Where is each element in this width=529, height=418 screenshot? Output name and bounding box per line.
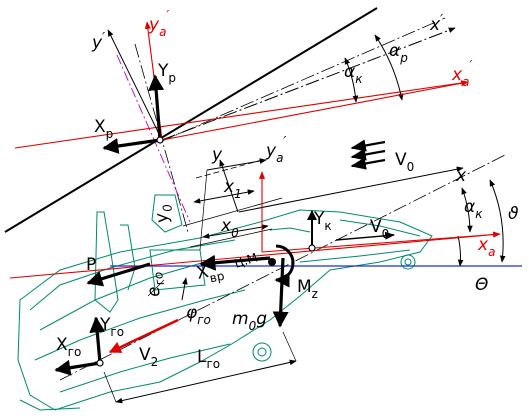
reference-lines xyxy=(59,17,506,381)
labels: ya′ y′ x′ αp αк xa′ Yр Xр y ya′ V0 x1 x0… xyxy=(56,9,519,371)
red-axis-lines xyxy=(9,81,501,279)
label-y0-rotated: y0 xyxy=(150,203,177,226)
label-V2: V2 xyxy=(139,345,158,369)
label-V0-mid: V0 xyxy=(370,217,389,241)
label-x-prime-top: x′ xyxy=(429,13,443,35)
rotor-axis-magenta xyxy=(116,54,191,223)
label-theta-small: ϑ xyxy=(508,204,519,224)
freestream-arrows xyxy=(350,139,386,170)
label-e-ro: eго xyxy=(141,271,169,299)
label-y-prime-top: y′ xyxy=(91,31,105,53)
label-y-mid: y xyxy=(211,145,223,165)
label-m0g: m0g xyxy=(232,309,267,333)
label-x0: x0 xyxy=(220,216,239,240)
label-Theta: Θ xyxy=(475,275,488,295)
label-cm: Ц.М. xyxy=(233,249,263,271)
center-of-mass xyxy=(96,136,316,367)
label-y-a-prime-mid: ya′ xyxy=(265,135,286,165)
label-x-a-prime-top: xa′ xyxy=(451,59,472,89)
label-Y-k: Yк xyxy=(313,209,332,233)
label-M-z: Mz xyxy=(297,277,318,301)
label-X-p: Xр xyxy=(94,117,113,141)
label-X-vr: Xвр xyxy=(195,259,226,288)
thin-axes xyxy=(103,27,464,404)
label-alpha-k-right: αк xyxy=(464,197,483,221)
label-Y-p: Yр xyxy=(157,61,176,85)
label-x1: x1 xyxy=(223,177,242,201)
v2-vector xyxy=(108,318,179,354)
force-vectors xyxy=(54,74,395,376)
label-P: P xyxy=(86,255,96,275)
label-y-a-prime-top: ya′ xyxy=(148,9,169,39)
label-x-a-right: xa xyxy=(477,235,495,259)
label-V0-top: V0 xyxy=(395,150,414,174)
label-alpha-k-top: αк xyxy=(344,62,363,86)
label-x-right: x xyxy=(455,166,467,186)
label-X-ro: Xго xyxy=(56,335,81,359)
label-phi-ro: φго xyxy=(186,303,211,327)
label-Y-ro: Yго xyxy=(99,315,124,339)
label-alpha-p: αp xyxy=(389,41,408,65)
rotor-plane-line xyxy=(4,7,378,233)
label-L-ro: Lго xyxy=(197,347,220,371)
angle-arcs xyxy=(344,34,506,267)
